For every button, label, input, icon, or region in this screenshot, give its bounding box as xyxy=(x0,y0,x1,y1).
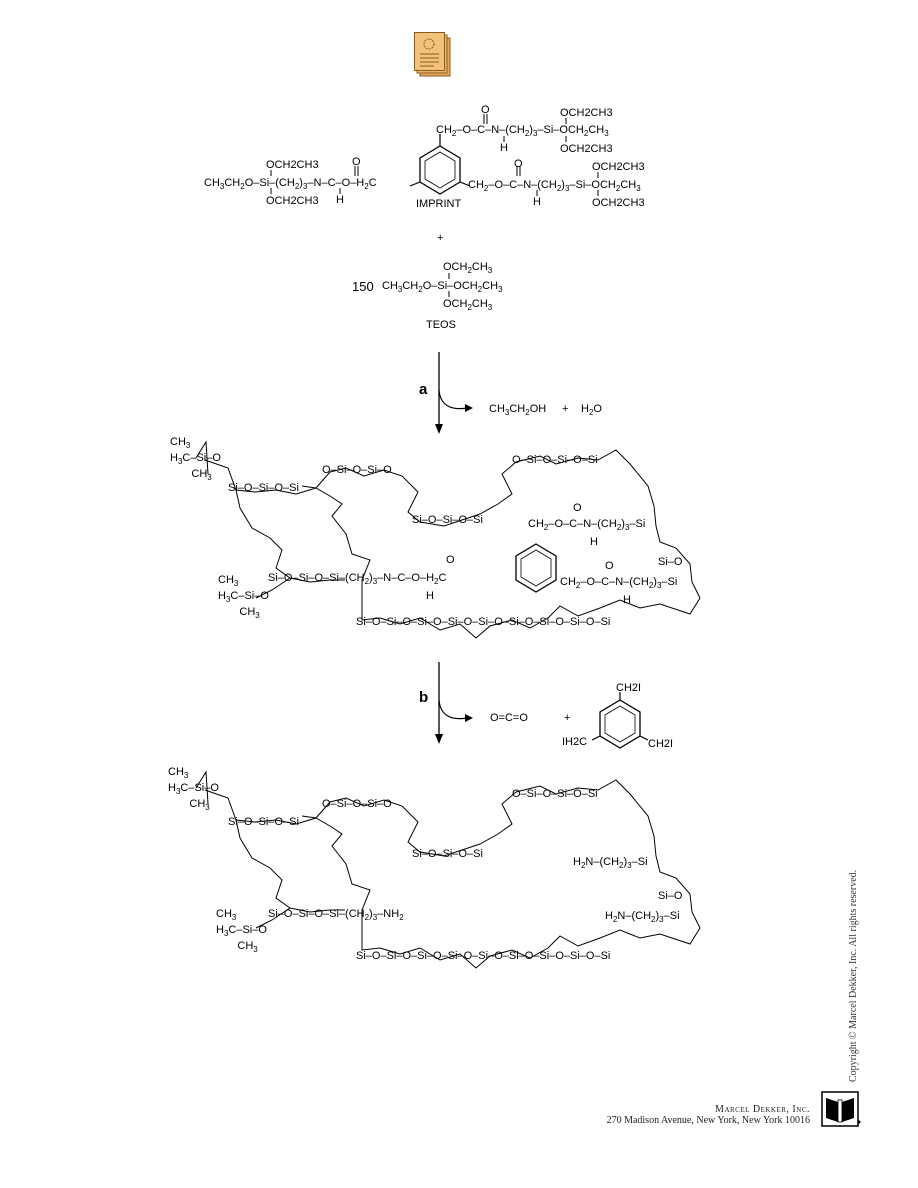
methyl-iodide-left: IH2C xyxy=(562,736,588,748)
network-top-arm-o: O xyxy=(573,502,582,514)
teos-ethoxy-top: OCH2CH3 xyxy=(443,261,493,275)
step-b-label: b xyxy=(419,689,429,706)
product-siloxane-b3: Si–O–Si–O–Si xyxy=(412,848,483,860)
network-siloxane-a2: O–Si–O–Si–O xyxy=(322,464,392,476)
imprint-top-nh: H xyxy=(500,142,508,154)
methyl-iodide-top: CH2I xyxy=(616,682,642,694)
network-carbonyl-a: O xyxy=(446,554,455,566)
imprint-left-ethoxy-1: OCH2CH3 xyxy=(266,159,319,171)
network-siloxane-a6: Si–O–Si–O–Si–O–Si–O–Si–O–Si–O–Si–O–Si–O–… xyxy=(356,616,611,628)
imprint-left-group: CH3CH2O–Si–(CH2)3–N–C–O–H2C xyxy=(204,177,377,191)
step-b-arrow xyxy=(425,660,485,750)
imprint-right-group: CH2–O–C–N–(CH2)3–Si–OCH2CH3 xyxy=(468,179,641,193)
imprint-right-ethoxy-1: OCH2CH3 xyxy=(592,161,645,173)
imprint-right-ethoxy-2: OCH2CH3 xyxy=(592,197,645,209)
product-siloxane-b4: O–Si–O–Si–O–Si xyxy=(512,788,598,800)
network-siloxane-a1: Si–O–Si–O–Si xyxy=(228,482,299,494)
network-top-arm-h: H xyxy=(590,536,598,548)
publisher-name: Marcel Dekker, Inc. xyxy=(715,1104,810,1115)
imprint-left-carbonyl: O xyxy=(352,156,361,168)
product-siloxane-b2: O–Si–O–Si–O xyxy=(322,798,392,810)
network-top-arm: CH2–O–C–N–(CH2)3–Si xyxy=(528,518,646,532)
network-siloxane-a3: Si–O–Si–O–Si xyxy=(412,514,483,526)
plus-sign: + xyxy=(437,232,444,244)
imprint-label: IMPRINT xyxy=(416,198,462,210)
imprint-top-carbonyl: O xyxy=(481,104,490,116)
network-right-arm: CH2–O–C–N–(CH2)3–Si xyxy=(560,576,678,590)
imprint-top-group: CH2–O–C–N–(CH2)3–Si–OCH2CH3 xyxy=(436,124,609,138)
network-siloxane-a7: Si–O xyxy=(658,556,683,568)
network-right-arm-o: O xyxy=(605,560,614,572)
step-a-byproduct-ethanol: CH3CH2OH xyxy=(489,403,547,417)
teos-coefficient: 150 xyxy=(352,279,374,294)
teos-structure: 150 OCH2CH3 CH3CH2O–Si–OCH2CH3 OCH2CH3 T… xyxy=(340,255,540,335)
step-b-byproduct-co2: O=C=O xyxy=(490,712,528,724)
imprint-right-nh: H xyxy=(533,196,541,208)
teos-center: CH3CH2O–Si–OCH2CH3 xyxy=(382,280,503,294)
network-siloxane-a4: O–Si–O–Si–O–Si xyxy=(512,454,598,466)
publisher-block: Marcel Dekker, Inc. 270 Madison Avenue, … xyxy=(560,1104,810,1126)
copyright-notice: Copyright © Marcel Dekker, Inc. All righ… xyxy=(848,869,859,1082)
teos-label: TEOS xyxy=(426,319,456,331)
imprint-structure: OCH2CH3 CH2–O–C–N–(CH2)3–Si–OCH2CH3 O H … xyxy=(0,0,918,230)
imprint-left-ethoxy-2: OCH2CH3 xyxy=(266,195,319,207)
network-nh-a: H xyxy=(426,590,434,602)
product-siloxane-b6: Si–O–Si–O–Si–O–Si–O–Si–O–Si–O–Si–O–Si–O–… xyxy=(356,950,611,962)
product-siloxane-b7: Si–O xyxy=(658,890,683,902)
step-b-plus: + xyxy=(564,712,571,724)
product-amine-lower: H2N–(CH2)3–Si xyxy=(605,910,680,924)
publisher-logo-icon[interactable] xyxy=(818,1090,862,1128)
step-a-byproduct-water: H2O xyxy=(581,403,602,417)
imprint-right-carbonyl: O xyxy=(514,158,523,170)
step-b-trimethylbenzene: CH2I IH2C CH2I xyxy=(560,680,680,760)
imprint-top-ethoxy-1: OCH2CH3 xyxy=(560,107,613,119)
publisher-address: 270 Madison Avenue, New York, New York 1… xyxy=(606,1115,810,1126)
network-siloxane-a5: Si–O–Si–O–Si–(CH2)3–N–C–O–H2C xyxy=(268,572,447,586)
product-amine-center: Si–O–Si–O–Si–(CH2)3–NH2 xyxy=(268,908,404,922)
teos-ethoxy-bottom: OCH2CH3 xyxy=(443,298,493,312)
imprint-left-nh: H xyxy=(336,194,344,206)
methyl-iodide-right: CH2I xyxy=(648,738,674,750)
network-right-arm-h: H xyxy=(623,594,631,606)
step-a-label: a xyxy=(419,381,428,398)
document-stack-icon[interactable] xyxy=(414,32,454,78)
product-siloxane-b1: Si–O–Si–O–Si xyxy=(228,816,299,828)
step-a-arrow xyxy=(425,350,485,440)
product-amine-upper: H2N–(CH2)3–Si xyxy=(573,856,648,870)
imprint-top-ethoxy-2: OCH2CH3 xyxy=(560,143,613,155)
step-a-plus: + xyxy=(562,403,569,415)
